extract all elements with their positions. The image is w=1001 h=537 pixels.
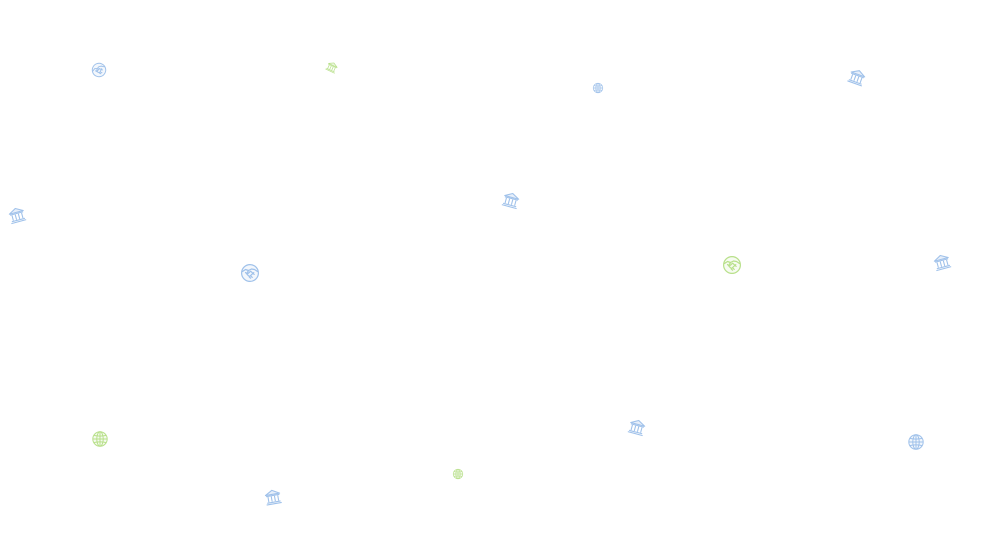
- bank-icon: [931, 251, 953, 273]
- bank-icon: [6, 204, 28, 226]
- bank-icon: [626, 416, 648, 438]
- handshake-icon: [240, 263, 260, 283]
- bank-icon: [845, 65, 868, 88]
- handshake-icon: [89, 60, 110, 81]
- bank-icon: [324, 59, 340, 75]
- bank-icon: [263, 487, 284, 508]
- globe-icon: [452, 468, 464, 480]
- handshake-icon: [722, 255, 742, 275]
- bank-icon: [500, 189, 522, 211]
- globe-icon: [907, 433, 925, 451]
- globe-icon: [91, 430, 109, 448]
- globe-icon: [592, 82, 604, 94]
